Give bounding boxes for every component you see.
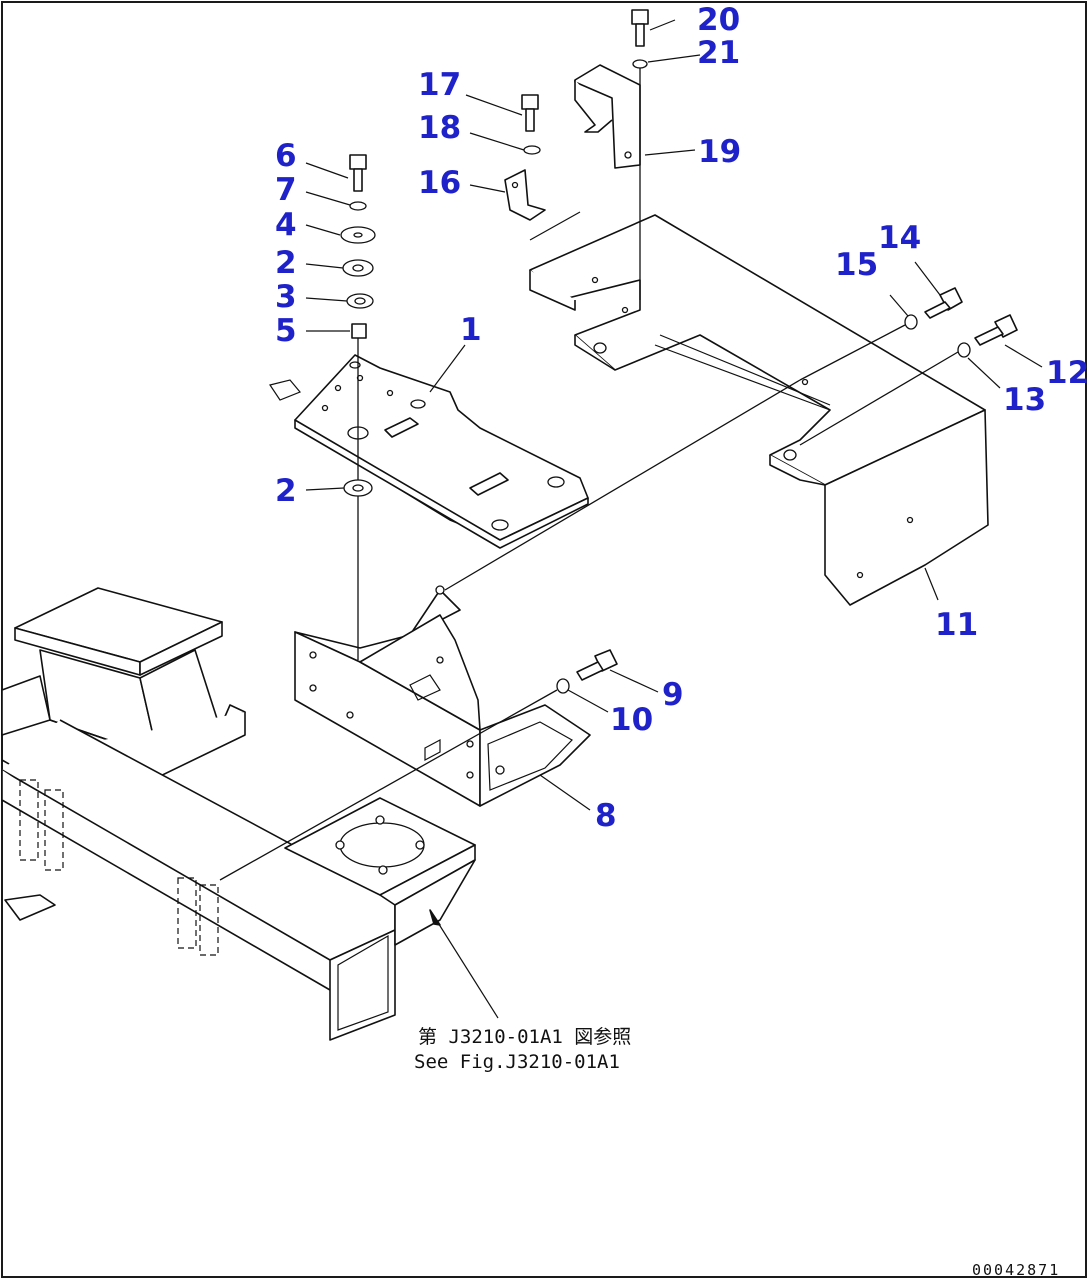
label-part-1: 1	[460, 312, 482, 348]
label-part-2-upper: 2	[275, 245, 297, 281]
label-part-2-lower: 2	[275, 473, 297, 509]
assembly-axes	[219, 68, 959, 881]
label-part-9: 9	[662, 677, 684, 713]
label-part-4: 4	[275, 207, 297, 243]
label-part-3: 3	[275, 279, 297, 315]
bracket-part-16	[504, 169, 581, 241]
cover-part-11	[529, 214, 989, 606]
label-part-15: 15	[835, 247, 878, 283]
label-part-21: 21	[697, 35, 740, 71]
label-part-17: 17	[418, 67, 461, 103]
label-part-14: 14	[878, 220, 921, 256]
leader-lines	[305, 19, 1043, 1019]
plate-part-1	[269, 354, 589, 549]
label-part-20: 20	[697, 2, 740, 38]
label-part-6: 6	[275, 138, 297, 174]
bracket-part-19	[574, 64, 641, 169]
fasteners	[340, 9, 1018, 694]
figure-reference-jp: 第 J3210-01A1 図参照	[418, 1026, 631, 1048]
label-part-10: 10	[610, 702, 653, 738]
label-part-13: 13	[1003, 382, 1046, 418]
label-part-11: 11	[935, 607, 978, 643]
figure-reference-en: See Fig.J3210-01A1	[414, 1051, 620, 1073]
label-part-7: 7	[275, 172, 297, 208]
drawing-code: 00042871	[972, 1261, 1060, 1279]
label-part-19: 19	[698, 134, 741, 170]
main-frame-assembly	[1, 587, 476, 1041]
label-part-16: 16	[418, 165, 461, 201]
label-part-8: 8	[595, 798, 617, 834]
label-part-18: 18	[418, 110, 461, 146]
label-part-5: 5	[275, 313, 297, 349]
part-labels: 1 2 2 3 4 5 6 7 8 9 10 11 12 13 14 15 16…	[275, 2, 1089, 834]
bracket-part-8	[294, 585, 591, 807]
label-part-12: 12	[1046, 355, 1089, 391]
